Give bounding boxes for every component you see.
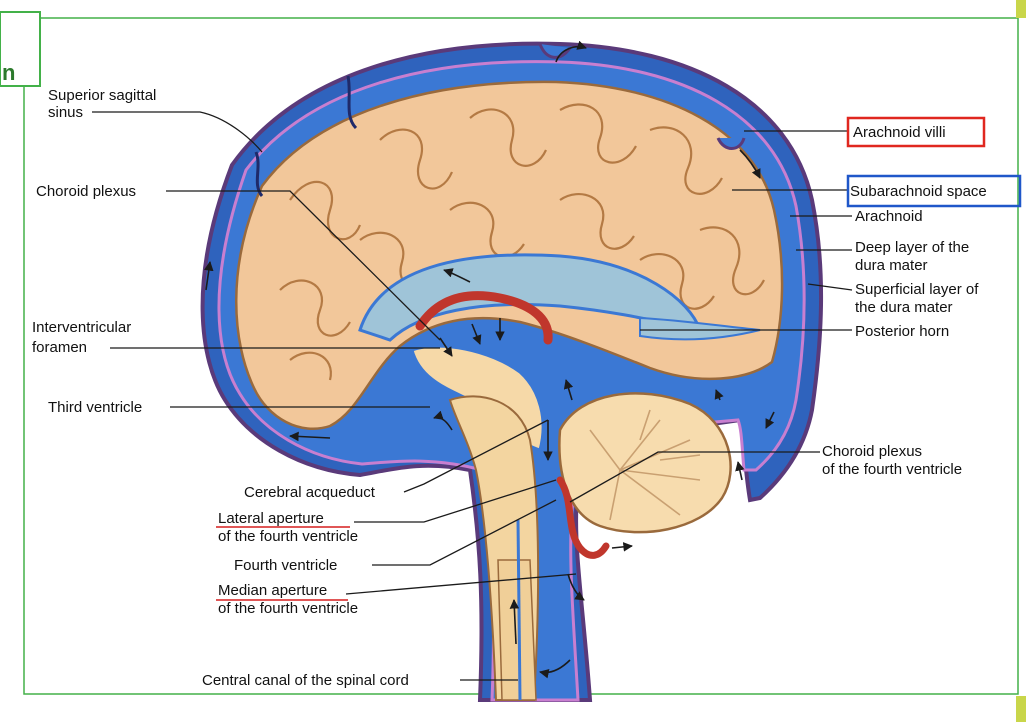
subarachnoid-space-highlight <box>846 174 1022 208</box>
accent-bar-bottom <box>1016 696 1026 722</box>
arachnoid-villi-highlight <box>846 116 986 148</box>
label-choroid-plexus: Choroid plexus <box>36 183 136 200</box>
label-third-ventricle: Third ventricle <box>48 399 142 416</box>
label-median-aperture-line1: Median aperture <box>218 582 327 599</box>
label-lateral-aperture-line2: of the fourth ventricle <box>218 528 358 545</box>
label-cerebral-aqueduct: Cerebral acqueduct <box>244 484 376 501</box>
label-superior-sagittal-sinus-line1: Superior sagittal <box>48 87 156 104</box>
label-posterior-horn: Posterior horn <box>855 323 949 340</box>
label-subarachnoid-space: Subarachnoid space <box>850 183 987 200</box>
label-interventricular-foramen-line2: foramen <box>32 339 87 356</box>
accent-bar-top <box>1016 0 1026 18</box>
label-superficial-dura-line1: Superficial layer of <box>855 281 979 298</box>
csf-flow-arrows <box>204 40 775 679</box>
label-median-aperture-line2: of the fourth ventricle <box>218 600 358 617</box>
label-lateral-aperture-line1: Lateral aperture <box>218 510 324 527</box>
label-superior-sagittal-sinus-line2: sinus <box>48 104 83 121</box>
label-arachnoid: Arachnoid <box>855 208 923 225</box>
label-choroid-plexus-fourth-line1: Choroid plexus <box>822 443 922 460</box>
label-fourth-ventricle: Fourth ventricle <box>234 557 337 574</box>
label-choroid-plexus-fourth-line2: of the fourth ventricle <box>822 461 962 478</box>
label-superficial-dura-line2: the dura mater <box>855 299 953 316</box>
corner-tag <box>0 11 41 87</box>
corner-fragment-text: n <box>2 60 15 85</box>
label-arachnoid-villi: Arachnoid villi <box>853 124 946 141</box>
label-deep-dura-line2: dura mater <box>855 257 928 274</box>
label-interventricular-foramen-line1: Interventricular <box>32 319 131 336</box>
label-central-canal: Central canal of the spinal cord <box>202 672 409 689</box>
leader-lines <box>92 111 853 681</box>
label-deep-dura-line1: Deep layer of the <box>855 239 969 256</box>
